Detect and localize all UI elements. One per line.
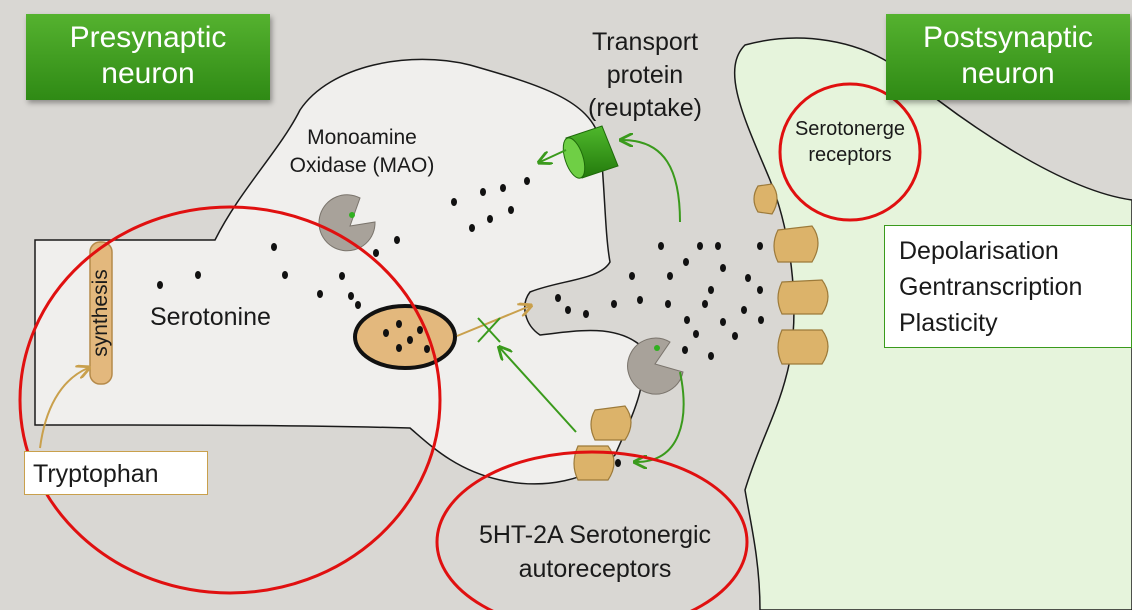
postsynaptic-title-line1: Postsynaptic <box>922 21 1094 54</box>
release-arrow <box>456 306 530 337</box>
postsynaptic-title: Postsynaptic neuron <box>886 14 1130 100</box>
effects-box: Depolarisation Gentranscription Plastici… <box>884 225 1132 348</box>
transport-label-line1: Transport <box>591 28 699 56</box>
mao-label: Monoamine Oxidase (MAO) <box>262 124 462 180</box>
serotonin-molecules <box>157 177 764 467</box>
transport-label: Transport protein (reuptake) <box>565 26 725 125</box>
transport-out-arrow <box>540 149 567 162</box>
serotonine-label: Serotonine <box>150 303 271 331</box>
inhibition-cross <box>477 317 501 343</box>
transport-label-line3: (reuptake) <box>588 94 702 122</box>
postsynaptic-title-line2: neuron <box>961 57 1055 90</box>
autoreceptors-line1: 5HT-2A Serotonergic <box>478 521 712 549</box>
synthesis-capsule <box>89 241 113 385</box>
presynaptic-title: Presynaptic neuron <box>26 14 270 100</box>
serotonerge-receptors-label: Serotonerge receptors <box>772 116 928 168</box>
mao-enzyme-top <box>318 194 376 252</box>
presynaptic-title-line1: Presynaptic <box>69 21 227 54</box>
autoreceptors-label: 5HT-2A Serotonergic autoreceptors <box>440 518 750 586</box>
effect-depolarisation: Depolarisation <box>899 237 1059 265</box>
postsynaptic-receptors <box>753 183 829 365</box>
effect-plasticity: Plasticity <box>899 309 998 337</box>
synthesis-label: synthesis <box>89 269 112 357</box>
presynaptic-neuron-body <box>34 58 644 485</box>
tryptophan-box: Tryptophan <box>24 451 208 495</box>
mao-label-line2: Oxidase (MAO) <box>289 154 435 177</box>
transport-protein <box>562 125 619 179</box>
mao-label-line1: Monoamine <box>307 126 417 149</box>
inhibition-arrow <box>500 348 577 433</box>
mao-enzyme-cleft <box>627 337 684 395</box>
serotonerge-receptors-line2: receptors <box>808 144 892 166</box>
autoreceptor-shapes <box>573 405 632 481</box>
synthesis-arrow <box>39 368 88 449</box>
presynaptic-title-line2: neuron <box>101 57 195 90</box>
highlight-circle-autoreceptors <box>435 450 749 610</box>
highlight-circle-receptors <box>778 82 922 222</box>
reuptake-arrow <box>622 140 681 223</box>
autoreceptors-line2: autoreceptors <box>518 555 672 583</box>
effect-gentranscription: Gentranscription <box>899 273 1083 301</box>
autoreceptor-feedback-arrow <box>636 371 685 462</box>
serotonerge-receptors-line1: Serotonerge <box>794 118 906 140</box>
transport-label-line2: protein <box>606 61 684 89</box>
vesicle <box>353 304 457 370</box>
highlight-circle-synthesis <box>18 205 442 595</box>
